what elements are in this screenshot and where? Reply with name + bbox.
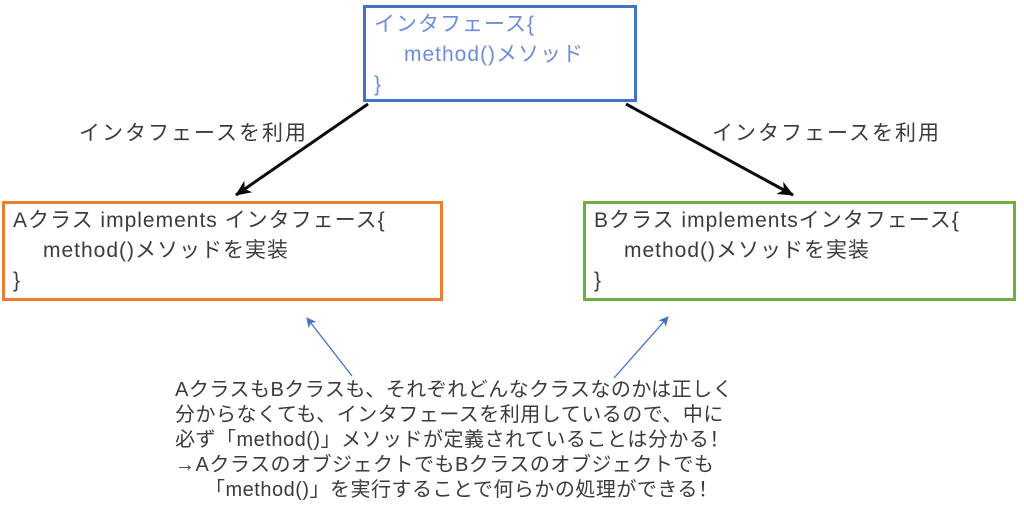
class-b-box-line: } (594, 269, 603, 292)
class-b-box-line: Bクラス implementsインタフェース{ (594, 209, 960, 232)
note-line: 「method()」を実行することで何らかの処理ができる！ (205, 479, 719, 501)
note-line: 分からなくても、インタフェースを利用しているので、中に (175, 404, 724, 426)
interface-box-line: } (374, 73, 383, 96)
class-a-box-line: } (13, 269, 22, 292)
arrow-note-to-class-b (613, 316, 669, 379)
edge-label-left: インタフェースを利用 (79, 122, 308, 145)
interface-box-line: インタフェース{ (374, 13, 535, 36)
class-b-box: Bクラス implementsインタフェース{ method()メソッドを実装 … (583, 201, 1016, 301)
edge-label-right: インタフェースを利用 (712, 122, 941, 145)
note-line: AクラスもBクラスも、それぞれどんなクラスなのかは正しく (175, 379, 734, 401)
arrow-note-to-class-a (306, 317, 353, 377)
explanation-note: AクラスもBクラスも、それぞれどんなクラスなのかは正しく 分からなくても、インタ… (175, 378, 733, 503)
note-line: 必ず「method()」メソッドが定義されていることは分かる！ (175, 429, 730, 451)
class-a-box-line: Aクラス implements インタフェース{ (13, 209, 386, 232)
class-a-box-line: method()メソッドを実装 (43, 239, 290, 262)
class-b-box-line: method()メソッドを実装 (624, 239, 871, 262)
interface-box-line: method()メソッド (404, 43, 585, 66)
interface-box: インタフェース{ method()メソッド } (363, 5, 637, 102)
class-a-box: Aクラス implements インタフェース{ method()メソッドを実装… (2, 201, 443, 301)
note-line: →AクラスのオブジェクトでもBクラスのオブジェクトでも (175, 454, 715, 476)
